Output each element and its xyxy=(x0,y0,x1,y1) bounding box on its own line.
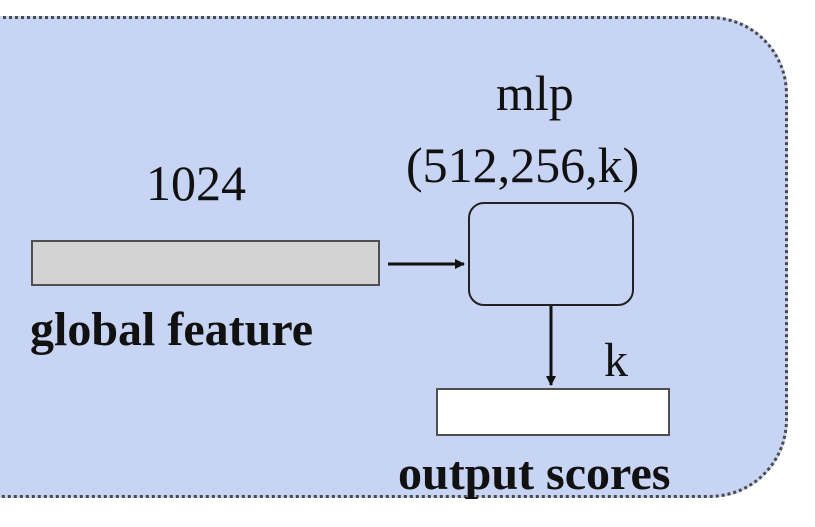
mlp-title: mlp xyxy=(496,65,574,121)
mlp-dimensions-label: (512,256,k) xyxy=(406,137,640,193)
output-dimension-label: k xyxy=(604,334,628,387)
global-feature-dimension-label: 1024 xyxy=(146,155,246,211)
global-feature-vector xyxy=(31,240,380,286)
mlp-block xyxy=(468,202,634,306)
output-scores-vector xyxy=(436,388,670,436)
output-scores-label: output scores xyxy=(398,447,671,500)
global-feature-label: global feature xyxy=(30,303,314,356)
